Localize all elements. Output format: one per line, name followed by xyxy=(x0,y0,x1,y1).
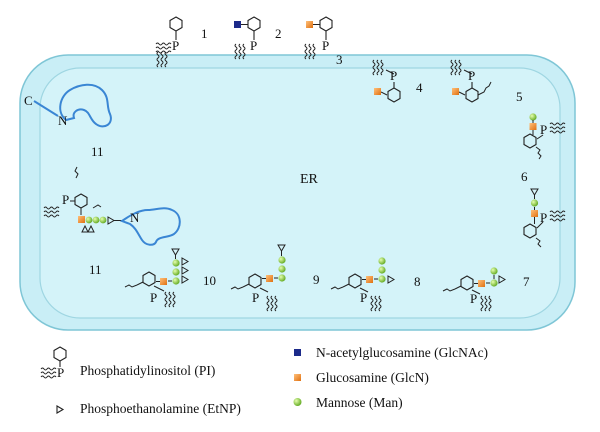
legend: P Phosphatidylinositol (PI) Phosphoethan… xyxy=(40,345,488,416)
step-4-number: 4 xyxy=(416,80,423,95)
step-8-structure: P xyxy=(330,257,395,312)
step-6b-etnp-man: P xyxy=(523,188,566,248)
legend-etnp-icon xyxy=(56,405,65,414)
er-label: ER xyxy=(300,172,319,187)
legend-glcn-icon xyxy=(294,374,301,381)
step-3-number: 3 xyxy=(336,52,343,67)
svg-text:P: P xyxy=(62,192,69,207)
svg-text:P: P xyxy=(322,38,329,53)
step-3-glcn-pi: P xyxy=(304,16,333,60)
svg-text:P: P xyxy=(252,290,259,305)
step-9-number: 9 xyxy=(313,272,320,287)
nascent-protein xyxy=(33,83,112,128)
step-7-number: 7 xyxy=(523,274,530,289)
step-11-number-lower: 11 xyxy=(89,262,102,277)
step-1-number: 1 xyxy=(201,26,208,41)
svg-text:P: P xyxy=(150,290,157,305)
legend-glcnac-icon xyxy=(294,349,301,356)
step-7-structure: P xyxy=(442,267,506,312)
step-9-structure: P xyxy=(230,244,286,312)
er-membrane xyxy=(19,54,576,331)
protein-c-terminus-label: C xyxy=(24,93,33,108)
step-11-number-upper: 11 xyxy=(91,144,104,159)
svg-text:P: P xyxy=(172,38,179,53)
svg-text:P: P xyxy=(250,38,257,53)
step-8-number: 8 xyxy=(414,274,421,289)
legend-pi-label: Phosphatidylinositol (PI) xyxy=(80,363,215,378)
step-2-number: 2 xyxy=(275,26,282,41)
legend-glcn-label: Glucosamine (GlcN) xyxy=(316,370,429,385)
step-6-number: 6 xyxy=(521,169,528,184)
svg-text:P: P xyxy=(390,68,397,83)
svg-text:P: P xyxy=(470,291,477,306)
legend-glcnac-label: N-acetylglucosamine (GlcNAc) xyxy=(316,345,488,360)
step-2-glcnac-pi: P xyxy=(234,16,261,60)
legend-pi-icon: P xyxy=(40,346,67,380)
legend-mannose-icon xyxy=(293,398,302,406)
glcn-icon xyxy=(306,21,313,28)
protein-n-terminus-label: N xyxy=(130,210,140,225)
svg-text:P: P xyxy=(360,290,367,305)
svg-text:P: P xyxy=(57,365,64,380)
legend-etnp-label: Phosphoethanolamine (EtNP) xyxy=(80,401,241,416)
step-10-structure: P xyxy=(124,248,189,308)
step-11-gpi-protein: P xyxy=(43,166,122,233)
svg-text:P: P xyxy=(540,210,547,225)
step-1-pi: P xyxy=(155,16,183,68)
step-5-structure: P xyxy=(450,59,492,103)
glcnac-icon xyxy=(234,21,241,28)
legend-mannose-label: Mannose (Man) xyxy=(316,395,403,410)
step-5-number: 5 xyxy=(516,89,523,104)
step-10-number: 10 xyxy=(203,273,216,288)
svg-text:P: P xyxy=(540,122,547,137)
step-6-man1: P xyxy=(523,113,566,160)
step-4-acylated-glcn-pi: P xyxy=(372,59,401,103)
gpi-anchored-protein xyxy=(119,207,181,246)
svg-text:P: P xyxy=(468,68,475,83)
nascent-protein-n-label: N xyxy=(58,113,68,128)
